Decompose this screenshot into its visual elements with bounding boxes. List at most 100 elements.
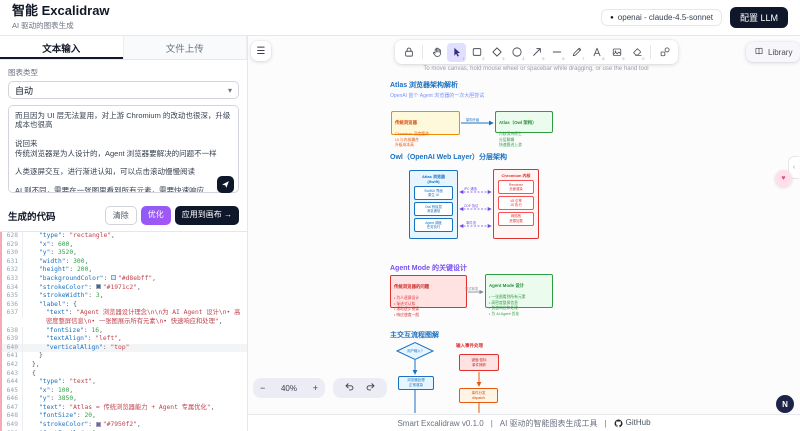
sidebar-collapse-handle[interactable]: ‹ — [788, 156, 799, 179]
code-lines: 628"type": "rectangle",629"x": 600,630"y… — [0, 232, 247, 431]
code-line: 635"strokeWidth": 3, — [0, 292, 247, 301]
code-line: 637"text": "Agent 浏览器设计理念\n\n为 AI Agent … — [0, 309, 247, 326]
generated-code-title: 生成的代码 — [8, 211, 56, 223]
library-button[interactable]: Library — [746, 42, 800, 62]
eraser-tool[interactable]: 0 — [627, 43, 646, 62]
chart-type-label: 图表类型 — [8, 68, 38, 77]
atlas-box[interactable]: Atlas（Owl 架构） 内核保持原生 分层解耦 快速跟进上游 — [495, 111, 553, 147]
app-header: 智能 Excalidraw AI 驱动的图表生成 ● openai - clau… — [0, 0, 800, 36]
arrow-label: 架构升级 — [466, 118, 480, 122]
inner-box[interactable]: Renderer 页面渲染 — [498, 180, 534, 195]
github-icon — [614, 418, 623, 427]
model-badge-label: openai - claude-4.5-sonnet — [617, 13, 713, 22]
zoom-control: − 40% + — [253, 378, 325, 398]
optimize-button[interactable]: 优化 — [140, 206, 171, 225]
configure-llm-button[interactable]: 配置 LLM — [729, 7, 788, 28]
code-line: 640"verticalAlign": "top" — [0, 343, 247, 353]
arrow-label: 事件流 — [466, 221, 476, 225]
section2-heading: Owl（OpenAI Web Layer）分层架构 — [390, 154, 507, 161]
dispatch-box[interactable]: 事件分发 dispatch — [459, 388, 498, 403]
generate-button[interactable] — [217, 176, 234, 193]
code-line: 633"backgroundColor": "#d8ebff", — [0, 274, 247, 284]
clear-button[interactable]: 清除 — [104, 206, 137, 225]
collapse-icon: ‹ — [792, 164, 796, 171]
problems-box[interactable]: 传统浏览器的问题 • 为人逐屏设计 • 渐进式认知 • 滚动逐步阅读 • 响应速… — [390, 275, 467, 317]
code-line: 628"type": "rectangle", — [0, 232, 247, 241]
model-badge[interactable]: ● openai - claude-4.5-sonnet — [601, 9, 722, 26]
tab-file-upload[interactable]: 文件上传 — [124, 36, 247, 59]
main-menu-button[interactable]: ☰ — [251, 41, 271, 61]
diamond-tool[interactable]: 3 — [487, 43, 506, 62]
code-line: 629"x": 600, — [0, 240, 247, 250]
code-line: 646"y": 3850, — [0, 395, 247, 404]
code-line: 642}, — [0, 360, 247, 370]
undo-button[interactable] — [344, 379, 355, 397]
section1-heading: Atlas 浏览器架构解析 — [390, 82, 459, 89]
heart-icon: ♥ — [781, 175, 786, 182]
book-icon — [754, 46, 764, 58]
user-avatar[interactable]: N — [776, 395, 794, 413]
zoom-out-button[interactable]: − — [260, 383, 266, 393]
zoom-in-button[interactable]: + — [312, 383, 318, 393]
chromium-container-box[interactable]: Chromium 内核 Renderer 页面渲染 V8 引擎 JS 执行 网络… — [493, 169, 539, 239]
shortcut-label: 5 — [542, 56, 545, 61]
feedback-button[interactable]: ♥ — [775, 170, 792, 187]
shortcut-label: 8 — [602, 56, 605, 61]
section4-heading: 主交互流程图解 — [390, 332, 439, 339]
github-link[interactable]: GitHub — [614, 418, 651, 427]
shortcut-label: 3 — [502, 56, 505, 61]
shapes-tool[interactable] — [655, 43, 674, 62]
process-box[interactable]: 浏览器处理 正常渲染 — [398, 376, 434, 390]
zoom-level[interactable]: 40% — [280, 383, 297, 393]
image-tool[interactable]: 9 — [607, 43, 626, 62]
ellipse-tool[interactable]: 4 — [507, 43, 526, 62]
tab-text-input[interactable]: 文本输入 — [0, 36, 124, 59]
footer-tagline: AI 驱动的智能图表生成工具 — [499, 418, 598, 428]
line-tool[interactable]: 6 — [547, 43, 566, 62]
inner-box[interactable]: Agent 调度 任务执行 — [414, 218, 453, 232]
code-editor[interactable]: 628"type": "rectangle",629"x": 600,630"y… — [0, 231, 247, 431]
shortcut-label: 2 — [482, 56, 485, 61]
shortcut-label: 9 — [622, 56, 625, 61]
app-title: 智能 Excalidraw — [12, 3, 110, 19]
left-sidebar: 文本输入 文件上传 图表类型 自动 ▾ 而且因为 UI 层无法复用，对上游 Ch… — [0, 36, 248, 431]
logo-block: 智能 Excalidraw AI 驱动的图表生成 — [12, 4, 110, 30]
lock-tool[interactable] — [399, 43, 418, 62]
code-line: 632"height": 200, — [0, 266, 247, 275]
inner-box[interactable]: 网络栈 资源加载 — [498, 211, 534, 226]
code-line: 636"label": { — [0, 300, 247, 310]
redo-button[interactable] — [365, 379, 376, 397]
library-label: Library — [768, 47, 793, 57]
selection-tool[interactable]: 1 — [447, 42, 466, 62]
inner-box[interactable]: SwiftUI 界面 原生 UI — [414, 186, 453, 201]
history-control — [333, 378, 387, 398]
text-tool[interactable]: 8 — [587, 43, 606, 62]
decision-diamond-label[interactable]: 用户输入? — [407, 349, 423, 353]
toolbar-divider — [422, 45, 423, 59]
arrow-label: CDP 协议 — [464, 204, 479, 208]
event-capture-box[interactable]: 键盘/鼠标 事件捕获 — [459, 354, 499, 371]
inner-box[interactable]: V8 引擎 JS 执行 — [498, 196, 534, 210]
rectangle-tool[interactable]: 2 — [467, 43, 486, 62]
arrow-tool[interactable]: 5 — [527, 43, 546, 62]
legacy-browser-box[interactable]: 传统浏览器 Chromium 深度魔改 UI 与内核耦合 升级成本高 — [391, 111, 460, 147]
inner-box[interactable]: Owl 桥接层 消息通信 — [414, 202, 453, 217]
arrow-label: IPC 通信 — [464, 187, 478, 191]
footer-divider: | — [604, 418, 607, 428]
draw-tool[interactable]: 7 — [567, 43, 586, 62]
agent-mode-box[interactable]: Agent Mode 设计 • 一张图看到所有元素 • 高密度整屏信息 • 快速… — [485, 274, 553, 316]
shortcut-label: 0 — [642, 56, 645, 61]
code-line: 648"fontSize": 20, — [0, 412, 247, 422]
code-line: 650"fontFamily": 2 — [0, 429, 247, 431]
chart-type-select[interactable]: 自动 ▾ — [8, 81, 239, 99]
atlas-container-box[interactable]: Atlas 浏览器 (Swift) SwiftUI 界面 原生 UI Owl 桥… — [409, 170, 458, 239]
flow-right-heading: 输入事件处理 — [456, 343, 483, 348]
hand-tool[interactable] — [427, 43, 446, 62]
code-line: 647"text": "Atlas = 传统浏览器能力 + Agent 专属优化… — [0, 403, 247, 413]
apply-to-canvas-button[interactable]: 应用到画布 → — [174, 206, 239, 225]
prompt-textarea[interactable]: 而且因为 UI 层无法复用，对上游 Chromium 的改动也很深，升级成本也很… — [8, 105, 239, 193]
chevron-down-icon: ▾ — [227, 85, 232, 95]
